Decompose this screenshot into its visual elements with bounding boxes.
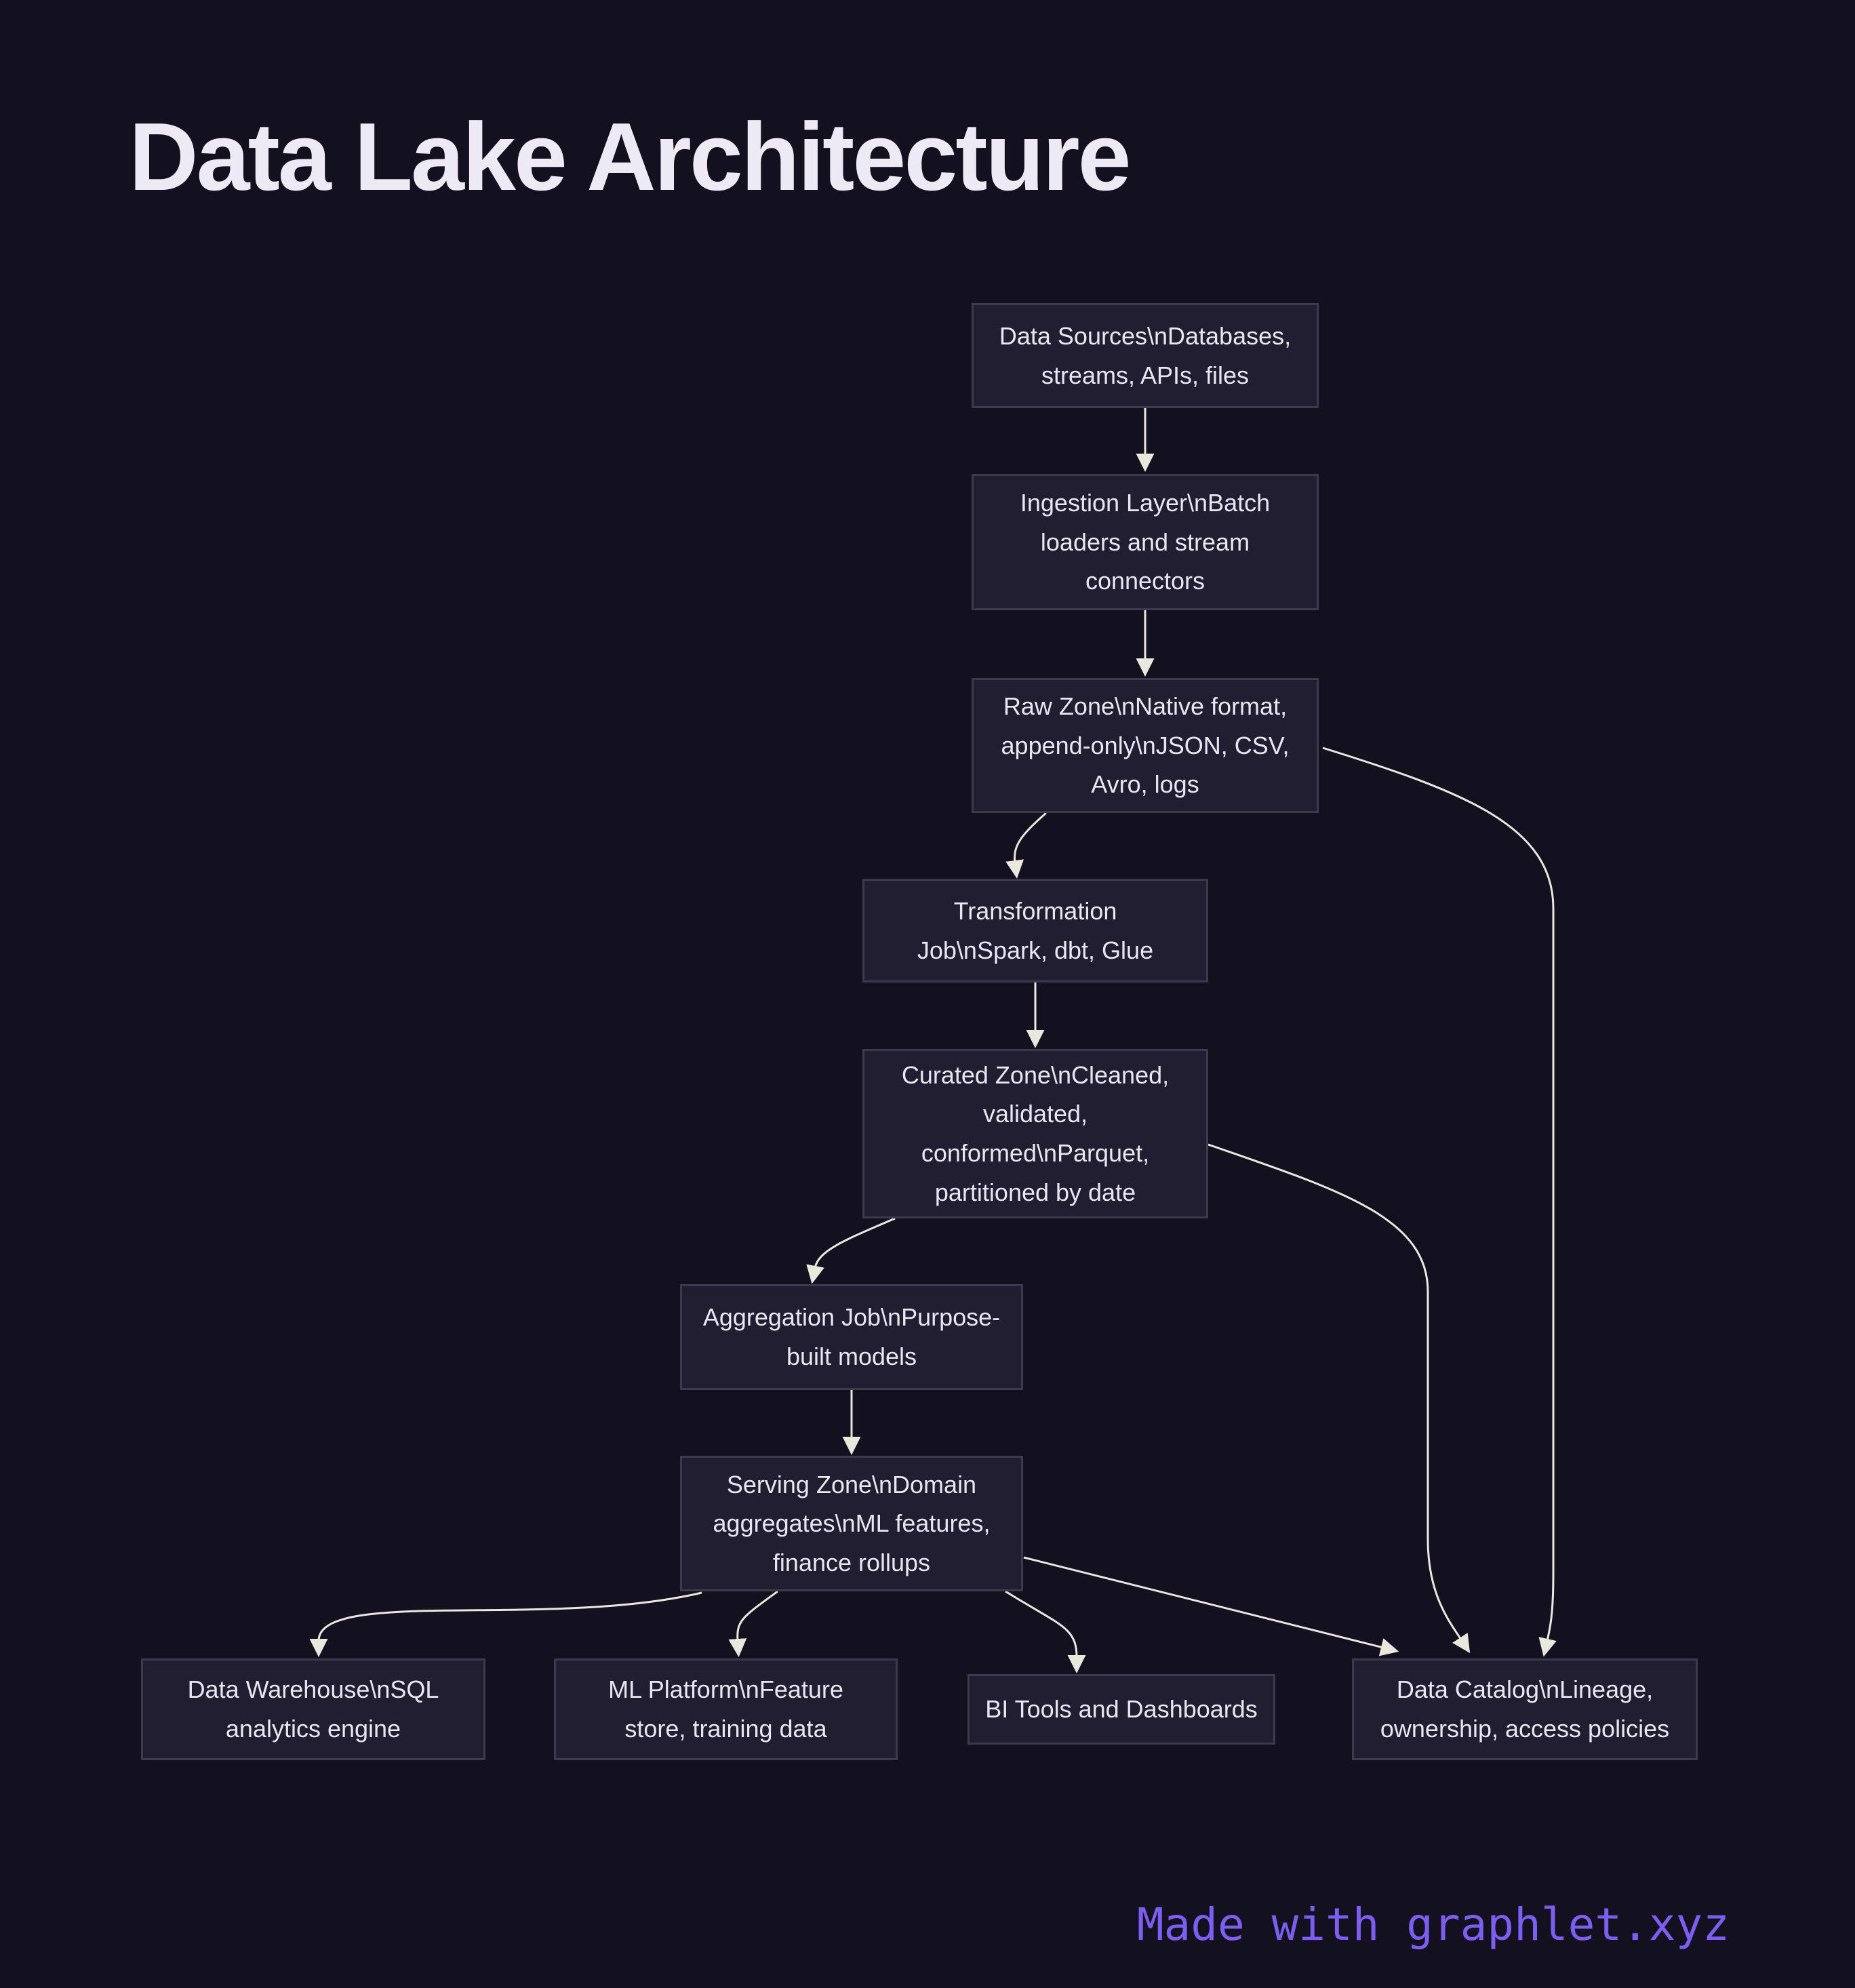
node-label-raw-zone: Raw Zone\nNative format, append-only\nJS… (1001, 692, 1290, 799)
node-serving-zone: Serving Zone\nDomain aggregates\nML feat… (680, 1456, 1023, 1591)
node-data-sources: Data Sources\nDatabases, streams, APIs, … (972, 303, 1319, 408)
node-label-curated-zone: Curated Zone\nCleaned, validated, confor… (901, 1060, 1170, 1206)
page-title: Data Lake Architecture (129, 103, 1132, 211)
node-label-ml-platform: ML Platform\nFeature store, training dat… (608, 1675, 843, 1743)
node-label-data-catalog: Data Catalog\nLineage, ownership, access… (1380, 1675, 1670, 1743)
node-label-data-warehouse: Data Warehouse\nSQL analytics engine (187, 1675, 439, 1743)
node-curated-zone: Curated Zone\nCleaned, validated, confor… (862, 1049, 1208, 1218)
node-data-catalog: Data Catalog\nLineage, ownership, access… (1352, 1658, 1698, 1760)
node-raw-zone: Raw Zone\nNative format, append-only\nJS… (972, 678, 1319, 813)
node-bi-tools: BI Tools and Dashboards (968, 1674, 1275, 1745)
node-label-bi-tools: BI Tools and Dashboards (985, 1695, 1258, 1724)
node-label-data-sources: Data Sources\nDatabases, streams, APIs, … (999, 321, 1292, 389)
node-label-transformation-job: Transformation Job\nSpark, dbt, Glue (917, 896, 1154, 964)
node-ingestion-layer: Ingestion Layer\nBatch loaders and strea… (972, 474, 1319, 610)
node-label-ingestion-layer: Ingestion Layer\nBatch loaders and strea… (1020, 489, 1271, 595)
node-ml-platform: ML Platform\nFeature store, training dat… (554, 1658, 898, 1760)
graphlet-credit-link[interactable]: Made with graphlet.xyz (1136, 1898, 1730, 1951)
node-label-serving-zone: Serving Zone\nDomain aggregates\nML feat… (713, 1470, 991, 1576)
node-transformation-job: Transformation Job\nSpark, dbt, Glue (862, 879, 1208, 982)
node-data-warehouse: Data Warehouse\nSQL analytics engine (141, 1658, 485, 1760)
node-aggregation-job: Aggregation Job\nPurpose-built models (680, 1284, 1023, 1390)
node-label-aggregation-job: Aggregation Job\nPurpose-built models (702, 1303, 1001, 1370)
